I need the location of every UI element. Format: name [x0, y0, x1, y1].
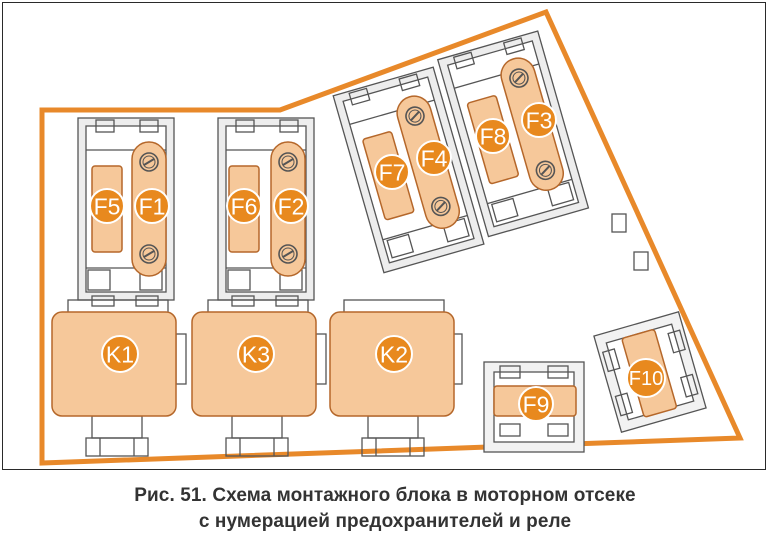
f7-label: F7 [374, 154, 410, 190]
screw-icon [278, 244, 298, 264]
label-text: F3 [526, 107, 553, 133]
f3-label: F3 [521, 102, 557, 138]
k1-label: K1 [101, 335, 139, 373]
label-badge [89, 188, 125, 224]
label-text: F8 [480, 123, 507, 149]
label-text: K2 [380, 341, 408, 367]
label-badge [626, 358, 666, 398]
f9-label: F9 [518, 386, 554, 422]
k2-label: K2 [375, 335, 413, 373]
label-text: F5 [94, 193, 121, 219]
label-text: F10 [629, 368, 663, 390]
label-badge [101, 335, 139, 373]
f1-label: F1 [134, 188, 170, 224]
label-badge [375, 335, 413, 373]
f10-label: F10 [626, 358, 666, 398]
screw-icon [278, 152, 298, 172]
caption-line-1: Рис. 51. Схема монтажного блока в моторн… [134, 485, 636, 506]
screw-icon [139, 152, 159, 172]
label-badge [374, 154, 410, 190]
mounting-clips [611, 213, 649, 271]
label-text: F6 [231, 193, 258, 219]
label-badge [237, 335, 275, 373]
f6-label: F6 [226, 188, 262, 224]
screw-icon [139, 244, 159, 264]
label-text: K3 [242, 341, 270, 367]
label-text: F2 [278, 193, 305, 219]
label-text: K1 [106, 341, 134, 367]
label-badge [475, 118, 511, 154]
label-badge [521, 102, 557, 138]
label-badge [226, 188, 262, 224]
label-text: F9 [523, 391, 550, 417]
label-text: F1 [139, 193, 166, 219]
label-text: F7 [379, 159, 406, 185]
caption-line-2: с нумерацией предохранителей и реле [198, 511, 572, 532]
label-badge [518, 386, 554, 422]
f4-label: F4 [416, 140, 452, 176]
label-badge [134, 188, 170, 224]
k3-label: K3 [237, 335, 275, 373]
label-text: F4 [421, 145, 448, 171]
label-badge [416, 140, 452, 176]
label-badge [273, 188, 309, 224]
f8-label: F8 [475, 118, 511, 154]
f2-label: F2 [273, 188, 309, 224]
f5-label: F5 [89, 188, 125, 224]
